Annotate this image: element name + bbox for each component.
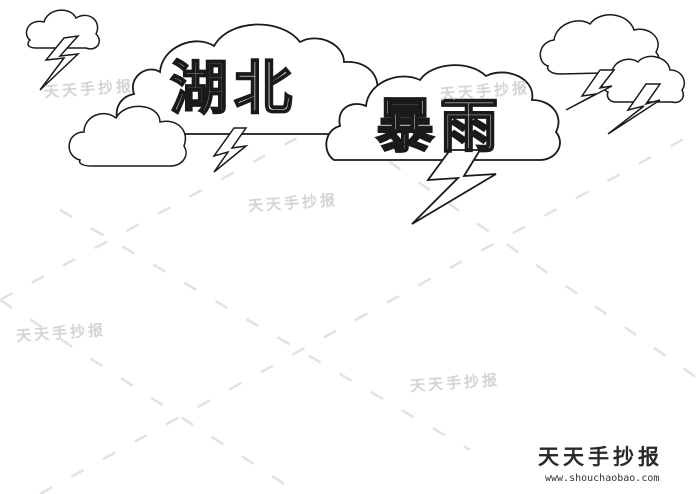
cloud-icon [68,105,187,167]
lightning-icon [212,127,249,173]
title-cloud-right [325,64,561,161]
brand-name: 天天手抄报 [538,445,663,469]
title-word-2: 暴雨 [376,92,504,160]
background-guide-lines [0,118,700,494]
cloud-icon [25,9,100,50]
title-word-1: 湖北 [170,54,298,122]
lightning-icon [607,83,662,135]
lightning-icon [39,34,81,91]
brand-url: www.shouchaobao.com [545,473,660,484]
lightning-icon [565,69,616,111]
lightning-icon [411,149,497,225]
